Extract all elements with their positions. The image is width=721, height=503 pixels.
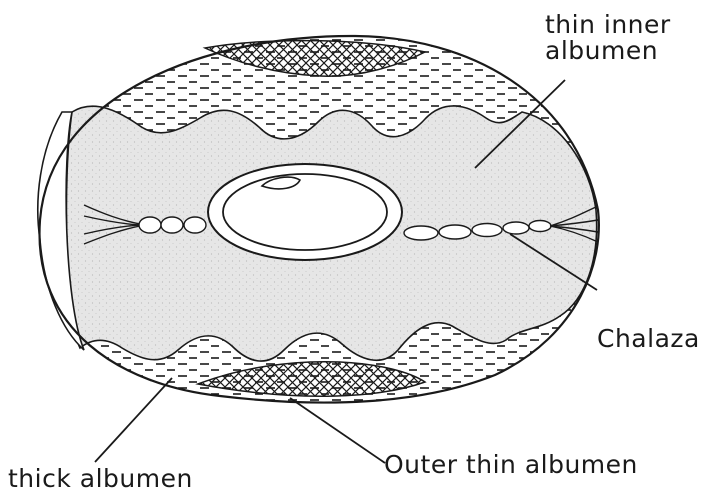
label-thick-albumen: thick albumen <box>8 466 193 492</box>
label-thin-inner-line1: thin inner <box>545 12 671 38</box>
label-outer-thin-albumen: Outer thin albumen <box>384 452 638 478</box>
label-chalaza: Chalaza <box>597 326 700 352</box>
label-thin-inner-line2: albumen <box>545 38 671 64</box>
leader-outer-thin <box>290 398 385 463</box>
yolk <box>223 174 387 250</box>
label-thin-inner-albumen: thin inner albumen <box>545 12 671 64</box>
leader-thick <box>95 378 172 462</box>
